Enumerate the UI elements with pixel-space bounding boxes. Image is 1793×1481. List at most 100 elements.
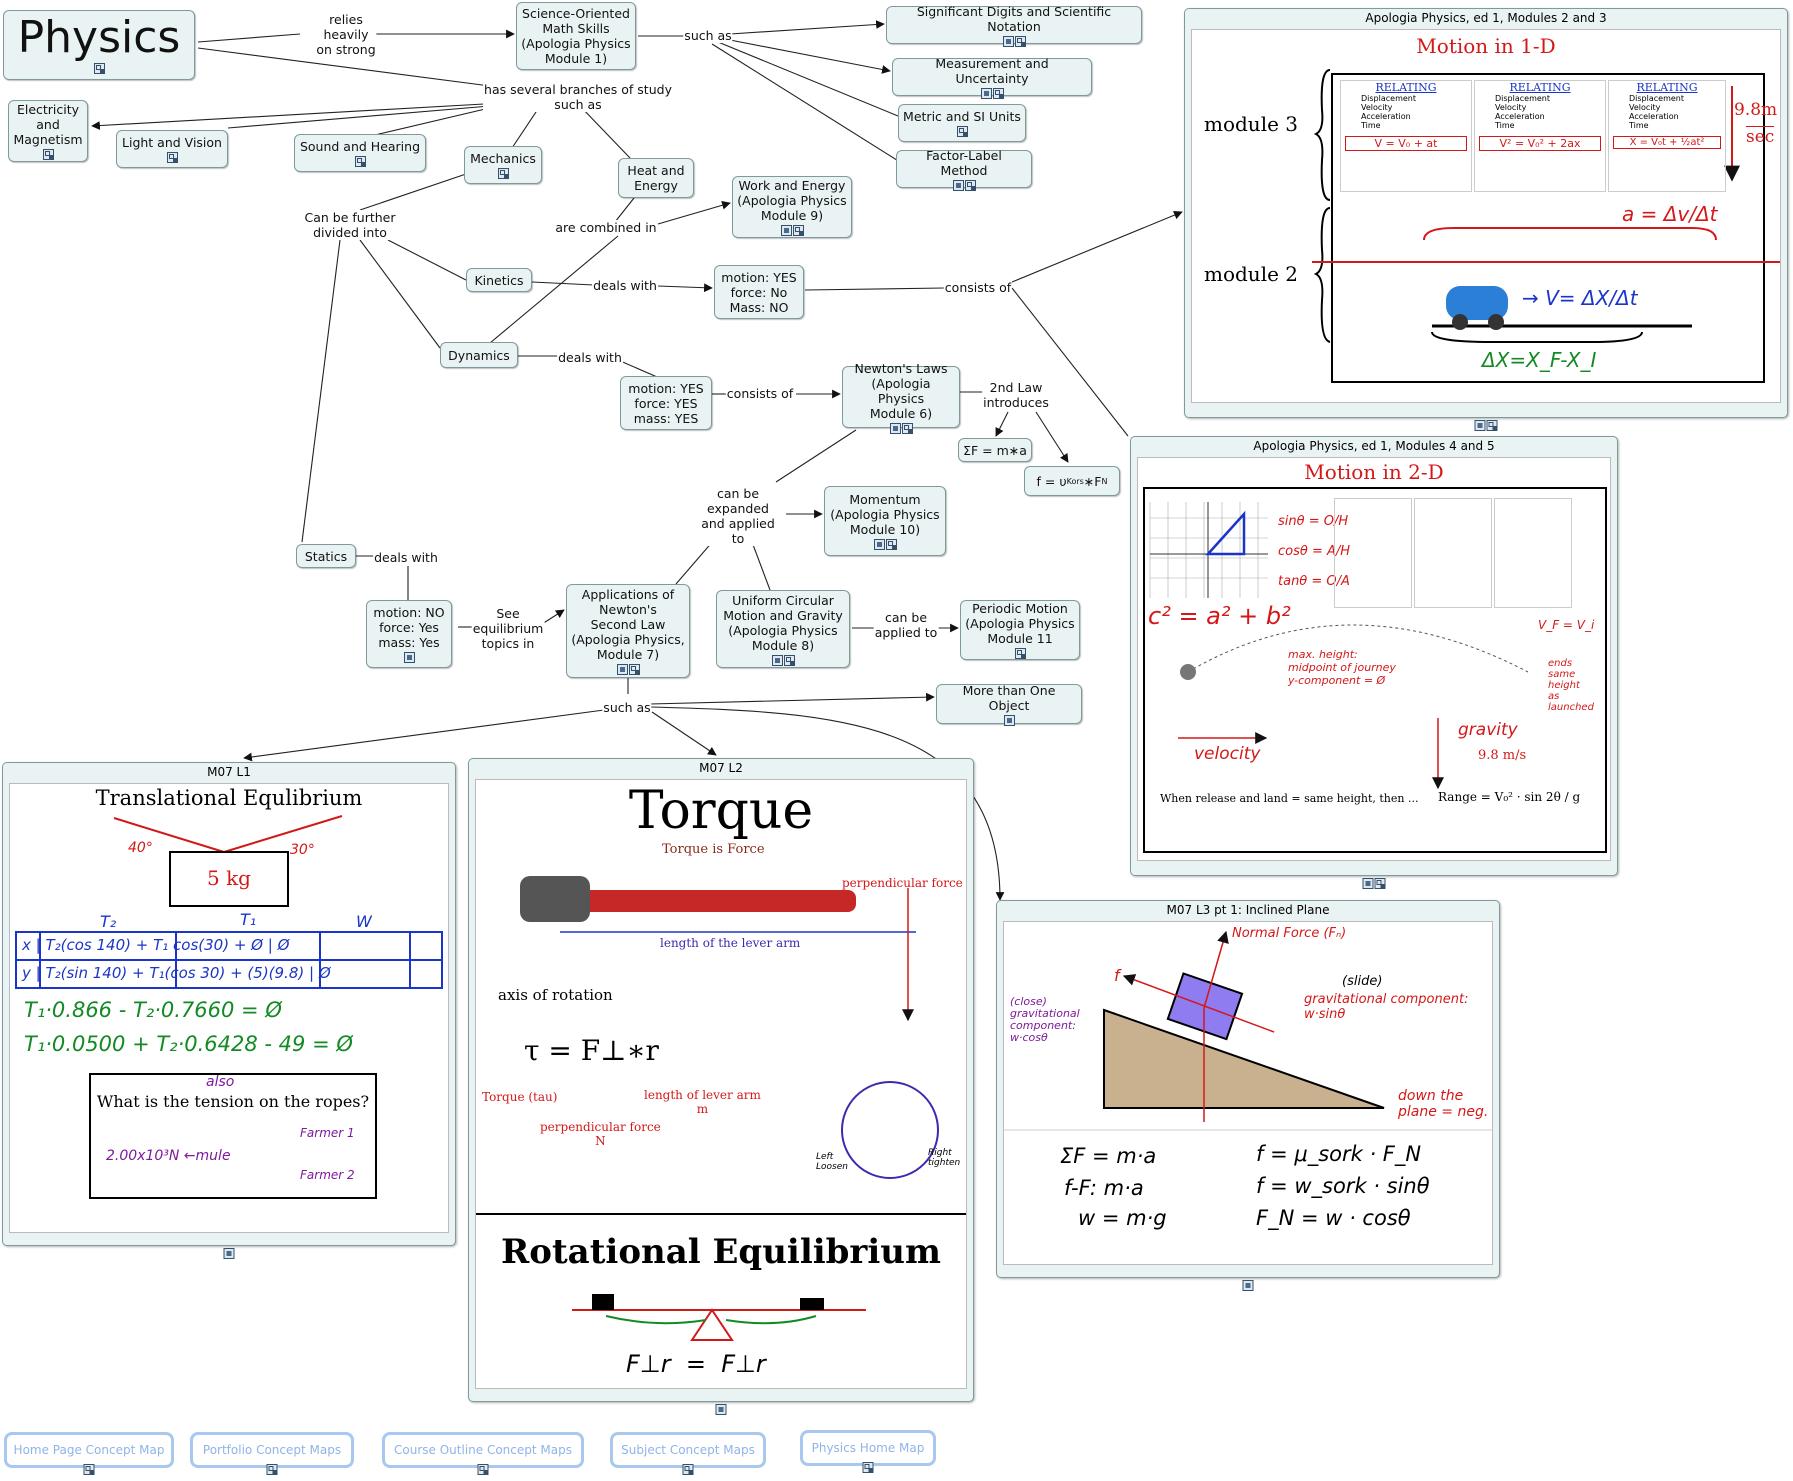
panel-m07-l1[interactable]: M07 L1 Translational Equlibrium 40° 30° … (2, 762, 456, 1259)
resource-icon[interactable] (223, 1248, 235, 1259)
concept-map-icon[interactable] (783, 654, 795, 666)
concept-map-icon[interactable] (166, 152, 178, 163)
concept-map-icon[interactable] (1014, 35, 1026, 47)
node-statics[interactable]: Statics (296, 544, 356, 568)
resource-icon[interactable] (952, 179, 964, 191)
resource-icon[interactable] (873, 539, 885, 550)
nav-link-icon[interactable] (266, 1464, 278, 1475)
node-link-icons[interactable] (1003, 714, 1015, 726)
concept-map-icon[interactable] (477, 1464, 489, 1475)
node-newtons-laws[interactable]: Newton's Laws (Apologia Physics Module 6… (842, 361, 960, 434)
node-link-icons[interactable] (403, 652, 415, 663)
concept-map-icon[interactable] (901, 422, 913, 434)
node-kinetics-motion[interactable]: motion: YES force: No Mass: NO (714, 265, 804, 319)
resource-icon[interactable] (1003, 714, 1015, 726)
resource-icon[interactable] (1242, 1280, 1254, 1291)
resource-icon[interactable] (889, 422, 901, 434)
nav-link-icon[interactable] (682, 1464, 694, 1475)
panel-m07-l2[interactable]: M07 L2 Torque Torque is Force perpendicu… (468, 758, 974, 1415)
panel-link-icons[interactable] (1242, 1280, 1254, 1291)
node-sum-force[interactable]: ΣF = m∗a (958, 438, 1032, 462)
concept-map-icon[interactable] (1374, 878, 1386, 889)
nav-course-outline-concept-maps[interactable]: Course Outline Concept Maps (382, 1432, 584, 1475)
nav-link-icon[interactable] (83, 1464, 95, 1475)
concept-map-icon[interactable] (42, 149, 54, 160)
node-link-icons[interactable] (42, 149, 54, 160)
node-dynamics-motion[interactable]: motion: YES force: YES mass: YES (620, 376, 712, 430)
node-kinetics[interactable]: Kinetics (466, 268, 532, 292)
concept-map-icon[interactable] (992, 87, 1004, 99)
nav-portfolio-concept-maps[interactable]: Portfolio Concept Maps (190, 1432, 354, 1475)
node-metric[interactable]: Metric and SI Units (898, 104, 1026, 142)
node-factor-label[interactable]: Factor-Label Method (896, 148, 1032, 191)
node-link-icons[interactable] (873, 539, 897, 550)
node-link-icons[interactable] (952, 179, 976, 191)
node-link-icons[interactable] (771, 654, 795, 666)
concept-map-icon[interactable] (354, 156, 366, 167)
panel-link-icons[interactable] (223, 1248, 235, 1259)
concept-map-icon[interactable] (682, 1464, 694, 1475)
node-circular-motion[interactable]: Uniform Circular Motion and Gravity (Apo… (716, 590, 850, 668)
node-link-icons[interactable] (497, 168, 509, 179)
node-link-icons[interactable] (780, 225, 804, 236)
concept-map-icon[interactable] (1014, 648, 1026, 659)
node-link-icons[interactable] (956, 126, 968, 137)
node-periodic-motion[interactable]: Periodic Motion (Apologia Physics Module… (960, 600, 1080, 660)
resource-icon[interactable] (403, 652, 415, 663)
node-sound[interactable]: Sound and Hearing (294, 134, 426, 172)
nav-home-page-concept-map[interactable]: Home Page Concept Map (4, 1432, 174, 1475)
node-math-skills[interactable]: Science-Oriented Math Skills (Apologia P… (516, 2, 636, 70)
panel-link-icons[interactable] (1362, 878, 1386, 889)
node-applications[interactable]: Applications of Newton's Second Law (Apo… (566, 584, 690, 678)
node-measurement[interactable]: Measurement and Uncertainty (892, 56, 1092, 99)
nav-link-icon[interactable] (477, 1464, 489, 1475)
node-electricity[interactable]: Electricity and Magnetism (8, 100, 88, 162)
node-light[interactable]: Light and Vision (116, 130, 228, 168)
resource-icon[interactable] (715, 1404, 727, 1415)
panel-motion-1d[interactable]: Apologia Physics, ed 1, Modules 2 and 3 … (1184, 8, 1788, 431)
concept-map-icon[interactable] (862, 1462, 874, 1473)
node-statics-motion[interactable]: motion: NO force: Yes mass: Yes (366, 600, 452, 668)
concept-map-icon[interactable] (93, 63, 105, 74)
panel-link-icons[interactable] (1474, 420, 1498, 431)
node-link-icons[interactable] (980, 87, 1004, 99)
node-link-icons[interactable] (889, 422, 913, 434)
node-dynamics[interactable]: Dynamics (440, 342, 518, 368)
resource-icon[interactable] (616, 664, 628, 675)
node-link-icons[interactable] (166, 152, 178, 163)
concept-map-icon[interactable] (497, 168, 509, 179)
nav-physics-home-map[interactable]: Physics Home Map (800, 1430, 936, 1473)
panel-m07-l3[interactable]: M07 L3 pt 1: Inclined Plane Normal Force… (996, 900, 1500, 1291)
node-link-icons[interactable] (354, 156, 366, 167)
node-work-energy[interactable]: Work and Energy (Apologia Physics Module… (732, 176, 852, 238)
node-momentum[interactable]: Momentum (Apologia Physics Module 10) (824, 486, 946, 556)
concept-map-icon[interactable] (1486, 420, 1498, 431)
resource-icon[interactable] (1474, 420, 1486, 431)
concept-map-icon[interactable] (792, 225, 804, 236)
node-more-objects[interactable]: More than One Object (936, 683, 1082, 726)
node-link-icons[interactable] (93, 63, 105, 74)
node-link-icons[interactable] (616, 664, 640, 675)
resource-icon[interactable] (1002, 35, 1014, 47)
resource-icon[interactable] (980, 87, 992, 99)
node-link-icons[interactable] (1002, 35, 1026, 47)
concept-map-icon[interactable] (885, 539, 897, 550)
concept-map-icon[interactable] (628, 664, 640, 675)
resource-icon[interactable] (1362, 878, 1374, 889)
nav-subject-concept-maps[interactable]: Subject Concept Maps (610, 1432, 766, 1475)
concept-map-icon[interactable] (83, 1464, 95, 1475)
panel-link-icons[interactable] (715, 1404, 727, 1415)
resource-icon[interactable] (780, 225, 792, 236)
node-link-icons[interactable] (1014, 648, 1026, 659)
node-heat[interactable]: Heat and Energy (618, 158, 694, 198)
concept-map-icon[interactable] (266, 1464, 278, 1475)
panel-motion-2d[interactable]: Apologia Physics, ed 1, Modules 4 and 5 … (1130, 436, 1618, 889)
physics-title-node[interactable]: Physics (3, 10, 195, 80)
concept-map-icon[interactable] (964, 179, 976, 191)
resource-icon[interactable] (771, 654, 783, 666)
node-mechanics[interactable]: Mechanics (464, 146, 542, 184)
node-sig-digits[interactable]: Significant Digits and Scientific Notati… (886, 4, 1142, 47)
nav-link-icon[interactable] (862, 1462, 874, 1473)
concept-map-icon[interactable] (956, 126, 968, 137)
